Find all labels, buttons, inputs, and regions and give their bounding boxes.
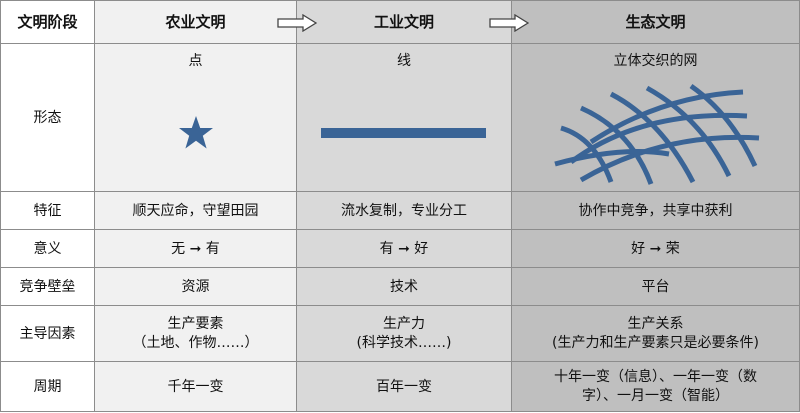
cycle-ecological: 十年一变（信息）、一年一变（数 字）、一月一变（智能）	[512, 362, 800, 412]
meaning-ecological: 好 ➞ 荣	[512, 230, 800, 268]
cycle-ecological-line2: 字）、一月一变（智能）	[582, 387, 729, 404]
cycle-ecological-line1: 十年一变（信息）、一年一变（数	[554, 368, 757, 385]
factor-industrial: 生产力 (科学技术……)	[297, 306, 512, 362]
header-ecological: 生态文明	[512, 0, 800, 44]
feature-agricultural: 顺天应命，守望田园	[95, 192, 297, 230]
mesh-icon	[553, 83, 759, 185]
star-icon	[178, 115, 213, 148]
cycle-industrial: 百年一变	[297, 362, 512, 412]
meaning-industrial: 有 ➞ 好	[297, 230, 512, 268]
form-agricultural: 点	[95, 44, 297, 192]
factor-ecological: 生产关系 (生产力和生产要素只是必要条件)	[512, 306, 800, 362]
right-arrow-icon	[277, 14, 317, 32]
header-agricultural: 农业文明	[95, 0, 297, 44]
form-agricultural-text: 点	[188, 53, 203, 69]
row-label-form: 形态	[0, 44, 95, 192]
factor-agricultural: 生产要素 （土地、作物……）	[95, 306, 297, 362]
barrier-ecological: 平台	[512, 268, 800, 306]
factor-ecological-line1: 生产关系	[627, 315, 684, 332]
cycle-agricultural: 千年一变	[95, 362, 297, 412]
form-ecological-text: 立体交织的网	[613, 53, 698, 69]
line-icon	[321, 127, 486, 138]
row-label-meaning: 意义	[0, 230, 95, 268]
header-stage: 文明阶段	[0, 0, 95, 44]
factor-agricultural-line1: 生产要素	[167, 315, 224, 332]
form-industrial-text: 线	[397, 53, 411, 69]
feature-industrial: 流水复制，专业分工	[297, 192, 512, 230]
feature-ecological: 协作中竞争，共享中获利	[512, 192, 800, 230]
factor-agricultural-line2: （土地、作物……）	[132, 334, 259, 351]
factor-industrial-line1: 生产力	[383, 315, 425, 332]
factor-industrial-line2: (科学技术……)	[356, 334, 452, 351]
row-label-factor: 主导因素	[0, 306, 95, 362]
header-industrial: 工业文明	[297, 0, 512, 44]
row-label-barrier: 竞争壁垒	[0, 268, 95, 306]
barrier-agricultural: 资源	[95, 268, 297, 306]
form-ecological: 立体交织的网	[512, 44, 800, 192]
factor-ecological-line2: (生产力和生产要素只是必要条件)	[552, 334, 759, 351]
barrier-industrial: 技术	[297, 268, 512, 306]
row-label-cycle: 周期	[0, 362, 95, 412]
row-label-feature: 特征	[0, 192, 95, 230]
meaning-agricultural: 无 ➞ 有	[95, 230, 297, 268]
right-arrow-icon	[489, 14, 529, 32]
form-industrial: 线	[297, 44, 512, 192]
